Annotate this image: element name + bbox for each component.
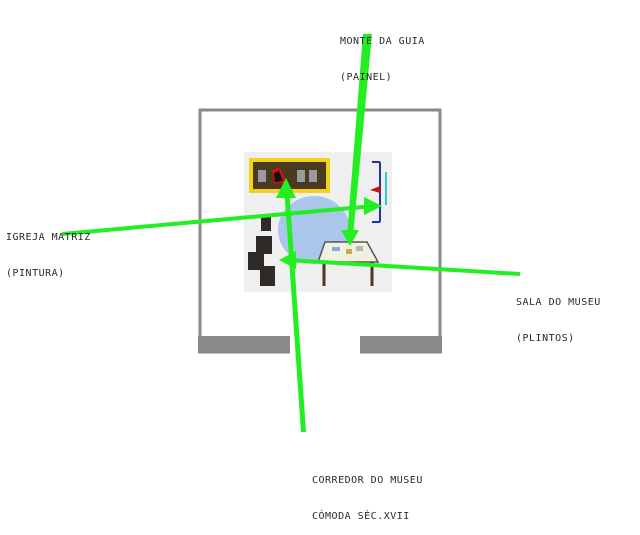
arrow-monte-da-guia (347, 34, 372, 236)
label-line: CÓMODA SÉC.XVII (312, 511, 410, 522)
display-marker (370, 186, 380, 193)
label-monte-da-guia: MONTE DA GUIA (PAINEL) (340, 12, 425, 96)
panel-tile (297, 170, 305, 182)
table-item (356, 246, 363, 251)
arrow-igreja-matriz-head (364, 197, 382, 215)
building-outline (198, 108, 442, 355)
label-line: SALA DO MUSEU (516, 297, 601, 308)
label-line: CORREDOR DO MUSEU (312, 475, 423, 486)
table-item (346, 249, 352, 254)
label-line: (PAINEL) (340, 72, 393, 83)
cabinet-block (260, 266, 275, 286)
cabinet-block (248, 252, 264, 270)
panel-tile (309, 170, 317, 182)
label-sala-do-museu: SALA DO MUSEU (PLINTOS) (516, 273, 601, 357)
entrance-gap (290, 333, 360, 355)
wall-display (370, 161, 387, 223)
label-igreja-matriz: IGREJA MATRIZ (PINTURA) (6, 208, 91, 292)
arrow-sala-do-museu (288, 258, 520, 276)
panel-figure-shadow (274, 171, 283, 182)
wall-segment-left (198, 336, 290, 353)
pointer-arrows (62, 34, 520, 432)
cabinet-block (256, 236, 272, 254)
panel-tile (258, 170, 266, 182)
arrow-monte-da-guia-head (341, 230, 359, 246)
label-line: IGREJA MATRIZ (6, 232, 91, 243)
wall-segment-right (360, 336, 442, 353)
plinto-table (316, 241, 380, 286)
arrow-corredor-do-museu-head (276, 178, 296, 198)
arrow-corredor-do-museu (284, 186, 306, 432)
floor-plan-diagram (62, 34, 520, 432)
cabinet-block (261, 217, 271, 231)
label-line: MONTE DA GUIA (340, 36, 425, 47)
label-line: (PINTURA) (6, 268, 65, 279)
label-line: (PLINTOS) (516, 333, 575, 344)
arrow-igreja-matriz (62, 204, 374, 236)
table-item (332, 247, 340, 251)
comoda-cabinet (248, 217, 275, 286)
label-corredor-do-museu: CORREDOR DO MUSEU CÓMODA SÉC.XVII (312, 451, 423, 535)
